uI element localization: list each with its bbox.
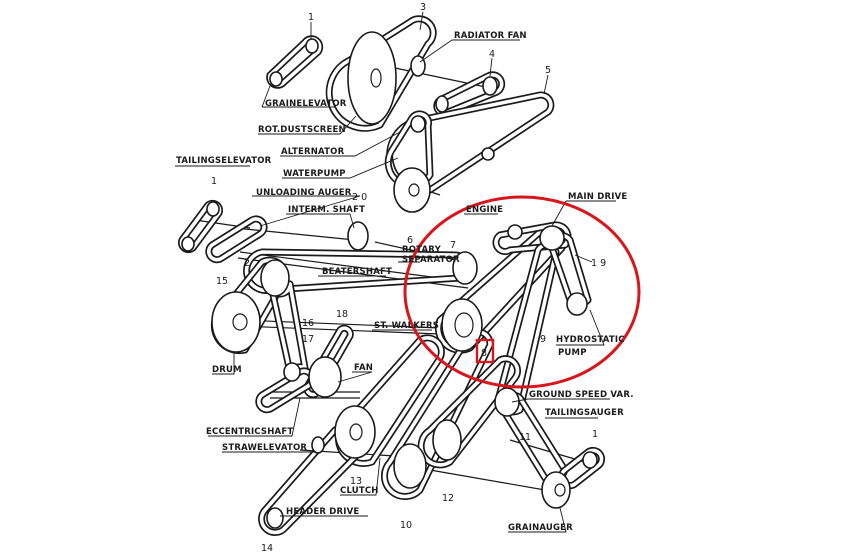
label-radiator-fan: RADIATOR FAN: [454, 31, 527, 41]
label-header-drive: HEADER DRIVE: [286, 507, 359, 517]
label-st-walkers: ST. WALKERS: [374, 321, 439, 331]
number-1-right: 1: [592, 429, 598, 440]
label-alternator: ALTERNATOR: [281, 147, 345, 157]
label-pump: PUMP: [558, 348, 587, 358]
pulleys: [181, 31, 598, 529]
label-straw-elevator: STRAWELEVATOR: [222, 443, 307, 453]
label-engine: ENGINE: [466, 205, 503, 215]
highlight-box: [475, 338, 495, 364]
label-grain-elevator: GRAINELEVATOR: [265, 99, 347, 109]
label-main-drive: MAIN DRIVE: [568, 192, 627, 202]
label-waterpump: WATERPUMP: [283, 169, 346, 179]
number-9: 9: [540, 334, 546, 345]
label-drum: DRUM: [212, 365, 242, 375]
label-separator: SEPARATOR: [402, 255, 460, 265]
number-3: 3: [420, 2, 426, 13]
label-ground-speed-var: GROUND SPEED VAR.: [529, 390, 634, 400]
label-rotary: ROTARY: [402, 245, 442, 255]
number-11: 11: [519, 432, 531, 443]
label-beatershaft: BEATERSHAFT: [322, 267, 392, 277]
number-5: 5: [545, 65, 551, 76]
label-clutch: CLUTCH: [340, 486, 379, 496]
number-13: 13: [350, 476, 362, 487]
label-grain-auger: GRAINAUGER: [508, 523, 573, 533]
number-18: 18: [336, 309, 348, 320]
leader-lines: [175, 11, 616, 533]
label-tailings-elevator: TAILINGSELEVATOR: [176, 156, 272, 166]
number-12: 12: [442, 493, 454, 504]
part-numbers: 1 3 4 5 1 2 0 6 7 2 1 9 15 16 18 17 8 9 …: [211, 2, 606, 554]
label-tailings-auger: TAILINGSAUGER: [545, 408, 624, 418]
label-interm-shaft: INTERM. SHAFT: [288, 205, 365, 215]
label-unloading-auger: UNLOADING AUGER: [256, 188, 352, 198]
number-10: 10: [400, 520, 412, 531]
number-7: 7: [450, 240, 456, 251]
number-17: 17: [302, 334, 314, 345]
number-16: 16: [302, 318, 314, 329]
number-15: 15: [216, 276, 228, 287]
number-20: 2 0: [352, 192, 367, 203]
label-eccentric-shaft: ECCENTRICSHAFT: [206, 427, 293, 437]
number-1-top: 1: [308, 12, 314, 23]
number-8: 8: [481, 348, 487, 359]
label-hydrostatic: HYDROSTATIC: [556, 335, 625, 345]
number-4: 4: [489, 49, 495, 60]
number-1-left: 1: [211, 176, 217, 187]
number-14: 14: [261, 543, 273, 554]
label-rot-dustscreen: ROT.DUSTSCREEN: [258, 125, 346, 135]
number-2: 2: [244, 258, 250, 269]
number-6: 6: [407, 235, 413, 246]
label-fan: FAN: [354, 363, 373, 373]
number-19: 1 9: [591, 258, 606, 269]
component-labels: RADIATOR FAN GRAINELEVATOR ROT.DUSTSCREE…: [176, 31, 634, 533]
highlight-circle: [403, 195, 641, 389]
